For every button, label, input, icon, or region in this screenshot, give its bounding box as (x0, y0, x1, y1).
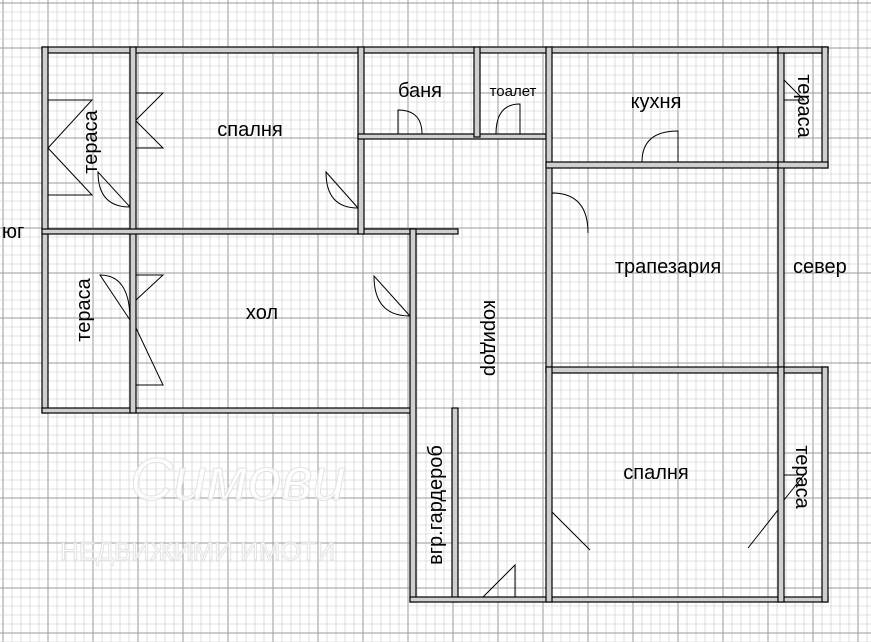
door-swing-icon (135, 120, 165, 149)
door-swing-icon (47, 99, 94, 149)
door-swing-icon (641, 130, 679, 163)
label-terrace-south-top: тераса (80, 109, 102, 173)
door-swing-icon (783, 474, 806, 501)
wall-segment (409, 228, 459, 235)
wall-segment (821, 366, 829, 603)
wall-segment (545, 161, 785, 169)
door-swing-icon (99, 274, 131, 321)
wall-segment (357, 46, 365, 235)
label-corridor: коридор (479, 300, 501, 376)
wall-segment (473, 46, 481, 138)
door-swing-icon (47, 147, 94, 196)
wall-segment (545, 366, 829, 374)
wall-segment (821, 46, 829, 169)
label-bathroom: баня (398, 80, 442, 102)
label-south: юг (2, 221, 24, 243)
door-swing-icon (97, 170, 131, 208)
door-swing-icon (135, 92, 165, 121)
door-swing-icon (747, 508, 779, 549)
wall-segment (41, 46, 829, 54)
wall-segment (357, 133, 553, 140)
label-bedroom-2: спалня (623, 462, 689, 484)
wall-segment (777, 366, 785, 603)
wall-segment (451, 407, 459, 603)
watermark-logo: Симови (130, 446, 346, 513)
door-swing-icon (495, 103, 521, 135)
label-north: север (793, 256, 847, 278)
label-kitchen: кухня (631, 91, 682, 113)
label-wardrobe: вгр.гардероб (425, 445, 447, 565)
wall-segment (545, 366, 553, 603)
label-living-room: хол (246, 302, 278, 324)
label-terrace-north-bottom: тераса (791, 445, 813, 509)
label-bedroom-1: спалня (217, 119, 283, 141)
watermark: Симови НЕДВИЖИМИ ИМОТИ (60, 446, 347, 567)
label-toilet: тоалет (490, 83, 537, 100)
wall-segment (777, 161, 829, 169)
door-swing-icon (325, 170, 359, 209)
label-dining-room: трапезария (615, 256, 721, 278)
door-swing-icon (482, 563, 516, 598)
walls (41, 46, 829, 603)
wall-segment (777, 46, 829, 54)
door-swing-icon (783, 79, 806, 101)
door-swing-icon (551, 510, 591, 551)
label-terrace-north-top: тераса (793, 74, 815, 138)
wall-segment (409, 228, 417, 603)
label-terrace-south-bottom: тераса (73, 277, 95, 341)
wall-segment (41, 407, 415, 414)
door-swing-icon (397, 109, 423, 135)
watermark-text: НЕДВИЖИМИ ИМОТИ (60, 536, 335, 566)
doors (47, 79, 806, 598)
door-swing-icon (135, 274, 165, 301)
wall-segment (409, 596, 829, 603)
wall-segment (777, 46, 785, 378)
door-swing-icon (135, 327, 164, 386)
door-swing-icon (551, 192, 589, 234)
door-swing-icon (373, 274, 411, 317)
wall-segment (545, 46, 553, 373)
